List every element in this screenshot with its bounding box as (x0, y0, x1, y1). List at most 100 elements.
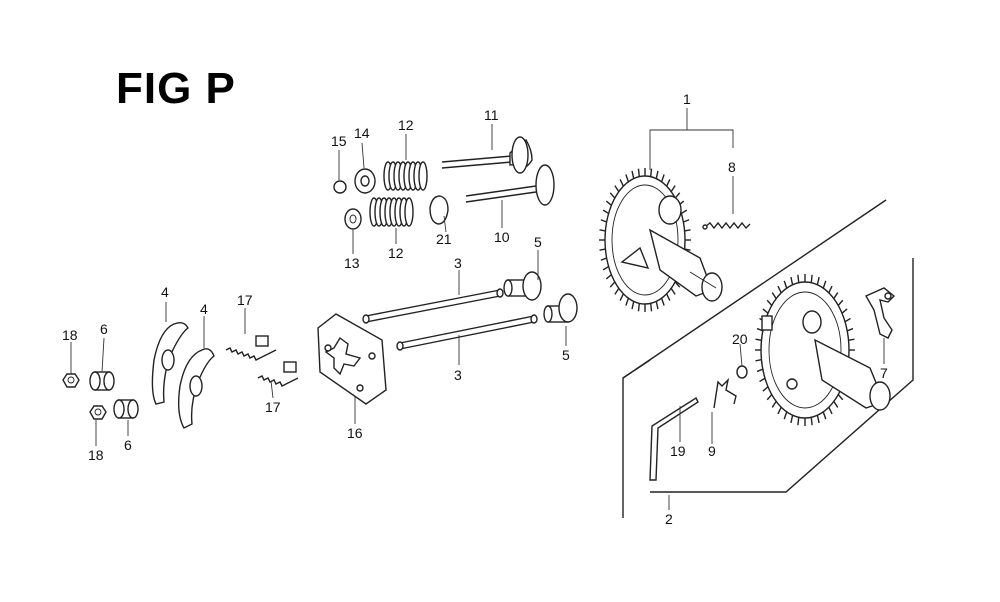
callout-17: 17 (265, 399, 281, 415)
gear-tooth (660, 174, 665, 183)
callout-19: 19 (670, 443, 686, 459)
gear-tooth (777, 406, 782, 415)
spring-retainer-icon (354, 168, 376, 194)
gear-tooth (655, 170, 659, 179)
gear-tooth (759, 377, 766, 383)
gear-tooth (810, 274, 813, 283)
gear-tooth (828, 406, 833, 415)
group-2-outline (622, 199, 914, 518)
gear-tooth (609, 281, 616, 288)
callout-18: 18 (88, 447, 104, 463)
gear-tooth (660, 297, 665, 306)
gear-tooth (810, 417, 813, 426)
hex-wrench-icon (649, 396, 699, 481)
callout-9: 9 (708, 443, 716, 459)
gear-tooth (822, 411, 827, 420)
callout-12: 12 (388, 245, 404, 261)
camshaft-gear-alt-icon (755, 274, 891, 426)
gear-tooth (609, 192, 616, 199)
gear-tooth (614, 185, 620, 193)
callout-5: 5 (562, 347, 570, 363)
gear-tooth (665, 179, 671, 187)
gear-tooth (631, 301, 635, 310)
callout-7: 7 (880, 365, 888, 381)
gear-tooth (822, 280, 827, 289)
callout-10: 10 (494, 229, 510, 245)
gear-tooth (848, 338, 855, 342)
gear-tooth (828, 285, 833, 294)
valve-spring-icon (369, 161, 428, 227)
callout-4: 4 (200, 301, 208, 317)
gear-tooth (816, 276, 820, 285)
callout-6: 6 (124, 437, 132, 453)
gear-tooth (762, 308, 769, 314)
callout-14: 14 (354, 125, 370, 141)
gear-tooth (670, 185, 676, 193)
gear-tooth (837, 299, 844, 306)
gear-tooth (625, 297, 630, 306)
callout-20: 20 (732, 331, 748, 347)
gear-tooth (681, 209, 688, 215)
gear-tooth (674, 281, 681, 288)
gear-tooth (762, 386, 769, 392)
exhaust-valve-icon (441, 136, 533, 174)
push-rod-guide-plate-icon (317, 313, 387, 405)
gear-tooth (600, 257, 607, 261)
gear-tooth (670, 287, 676, 295)
gear-tooth (619, 293, 625, 301)
callout-15: 15 (331, 133, 347, 149)
leader-lines (70, 108, 885, 510)
valve-cotter-icon (333, 180, 347, 194)
spring-coil (418, 161, 428, 191)
gear-tooth (790, 276, 794, 285)
gear-tooth (766, 394, 773, 401)
gear-tooth (599, 248, 606, 251)
gear-tooth (649, 303, 653, 312)
gear-tooth (790, 415, 794, 424)
valve-lifter-icon (503, 271, 578, 323)
gear-tooth (771, 401, 777, 408)
gear-tooth (605, 274, 612, 280)
valve-stem-seal-icon (429, 195, 449, 225)
callout-21: 21 (436, 231, 452, 247)
callout-5: 5 (534, 234, 542, 250)
callout-3: 3 (454, 367, 462, 383)
gear-tooth (655, 301, 659, 310)
intake-valve-icon (465, 164, 555, 206)
gear-tooth (619, 179, 625, 187)
pivot-adjusting-nut-icon (62, 373, 107, 420)
gear-tooth (833, 292, 839, 299)
gear-tooth (602, 209, 609, 215)
return-spring-icon (713, 377, 737, 409)
gear-tooth (755, 358, 762, 362)
gear-tooth (797, 274, 800, 283)
gear-tooth (777, 285, 782, 294)
callout-11: 11 (484, 107, 499, 123)
gear-tooth (649, 168, 653, 177)
rocker-pivot-icon (89, 371, 139, 419)
callout-4: 4 (161, 284, 169, 300)
gear-tooth (625, 174, 630, 183)
rocker-arm-icon (151, 321, 215, 429)
gear-tooth (797, 417, 800, 426)
callout-labels: 1 2 3 3 4 4 5 5 6 6 7 8 9 10 11 12 12 13… (62, 91, 888, 527)
gear-tooth (755, 338, 762, 342)
gear-tooth (684, 229, 691, 232)
gear-tooth (605, 200, 612, 206)
gear-tooth (599, 229, 606, 232)
callout-8: 8 (728, 159, 736, 175)
valve-collar-icon (344, 208, 362, 230)
push-rod-icon (362, 288, 538, 351)
spring-coil (404, 197, 414, 227)
gear-tooth (844, 317, 851, 323)
gear-tooth (837, 394, 844, 401)
gear-tooth (783, 280, 788, 289)
governor-weight-icon (865, 287, 896, 339)
gear-tooth (600, 219, 607, 223)
callout-18: 18 (62, 327, 78, 343)
gear-tooth (846, 327, 854, 332)
gear-tooth (674, 192, 681, 199)
camshaft-gear-icon (599, 168, 723, 312)
